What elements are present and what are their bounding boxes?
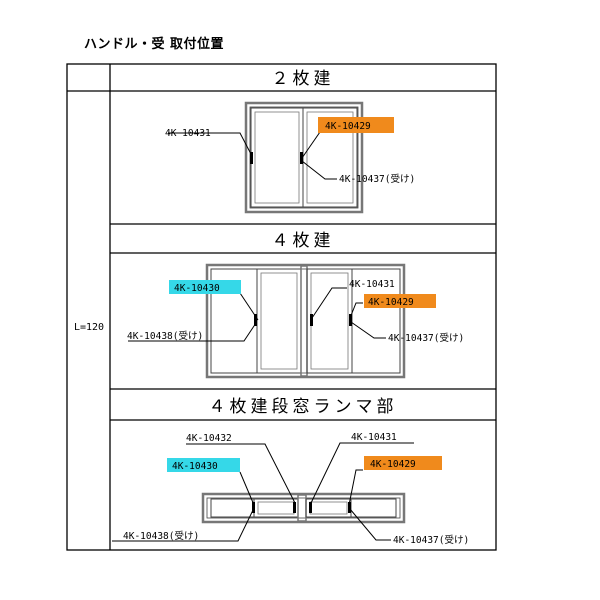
label-4K-10429: 4K-10429: [325, 121, 371, 132]
window-4panel: [205, 263, 406, 379]
label-4K-10430: 4K-10430: [172, 461, 218, 472]
handle-marks-2panel: [250, 152, 303, 164]
label-4K-10431: 4K-10431: [349, 279, 395, 290]
label-4K-10429: 4K-10429: [368, 297, 414, 308]
leader-lines-4panel: [128, 287, 386, 342]
leader-lines-transom: [112, 442, 414, 542]
highlight-orange: [364, 294, 436, 308]
section-title-2panel: ２枚建: [272, 69, 335, 89]
label-4K-10431: 4K-10431: [351, 432, 397, 443]
label-4K-10431: 4K-10431: [165, 128, 211, 139]
highlight-cyan: [169, 280, 241, 294]
label-4K-10437-receiver: 4K-10437(受け): [393, 534, 469, 546]
left-label: L=120: [74, 322, 104, 333]
label-4K-10437-receiver: 4K-10437(受け): [388, 332, 464, 344]
label-4K-10430: 4K-10430: [174, 283, 220, 294]
handle-marks-transom: [252, 502, 351, 513]
label-4K-10432: 4K-10432: [186, 433, 232, 444]
section-title-4panel: ４枚建: [272, 231, 335, 251]
label-4K-10438-receiver: 4K-10438(受け): [127, 330, 203, 342]
page-title: ハンドル・受 取付位置: [84, 37, 225, 52]
section-title-4panel-transom: ４枚建段窓ランマ部: [209, 397, 398, 417]
table-grid: [66, 63, 497, 551]
window-2panel: [244, 101, 364, 214]
label-4K-10438-receiver: 4K-10438(受け): [123, 530, 199, 542]
highlight-orange: [318, 117, 394, 133]
highlight-orange: [364, 456, 442, 470]
label-4K-10437-receiver: 4K-10437(受け): [339, 173, 415, 185]
handle-marks-4panel: [254, 314, 352, 326]
highlight-cyan: [167, 458, 240, 472]
label-4K-10429: 4K-10429: [370, 459, 416, 470]
window-transom: [201, 492, 406, 524]
